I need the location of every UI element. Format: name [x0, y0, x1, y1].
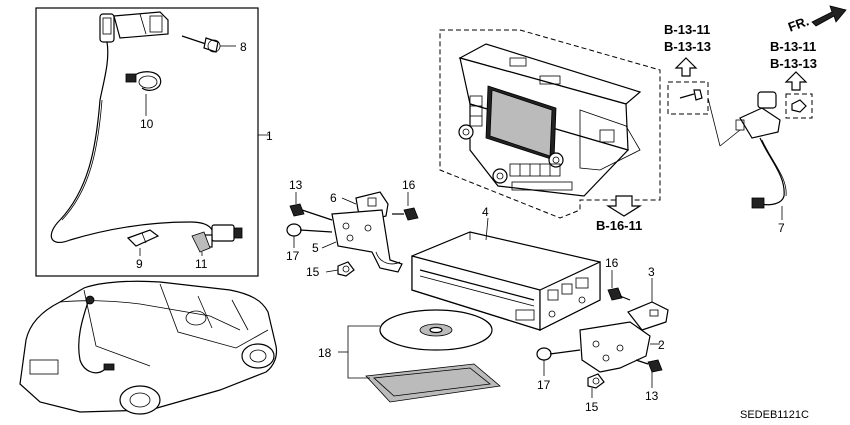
callout-2: 2 [658, 338, 665, 352]
bracket-3 [627, 301, 669, 331]
callout-13-left: 13 [289, 178, 303, 192]
ref-panel: B-16-11 [596, 218, 642, 233]
callout-15-left: 15 [306, 265, 320, 279]
vehicle-illustration [19, 280, 278, 415]
cable-clamp-9 [126, 229, 160, 247]
callout-6: 6 [330, 191, 337, 205]
ref-center-top: B-13-11 [664, 22, 710, 37]
panel-dashed-outline [439, 29, 661, 219]
bracket-2 [579, 321, 651, 373]
direction-label: FR. [786, 13, 811, 34]
navigation-unit-4 [411, 231, 601, 331]
antenna-kit-group [35, 7, 270, 277]
bracket-group-right [536, 287, 669, 389]
antenna-module [99, 11, 169, 101]
cable-clip-11 [191, 231, 211, 253]
bolt-8 [181, 35, 236, 53]
navigation-panel-group [439, 29, 661, 219]
reference-codes: B-13-11 B-13-13 B-13-11 B-13-13 B-16-11 [596, 22, 817, 233]
callout-9: 9 [136, 257, 143, 271]
navigation-panel [458, 43, 642, 197]
callout-17-right: 17 [537, 378, 551, 392]
callout-3: 3 [648, 265, 655, 279]
leader-lines [139, 94, 783, 398]
callout-numbers: 1 2 3 4 5 6 7 8 9 10 11 13 13 15 15 16 1… [136, 40, 785, 414]
callout-15-right: 15 [585, 400, 599, 414]
callout-17-left: 17 [286, 249, 300, 263]
bracket-group-left [286, 191, 419, 277]
callout-1: 1 [266, 129, 273, 143]
ref-right-top: B-13-11 [770, 39, 816, 54]
disc-and-manual-18 [338, 309, 501, 403]
bracket-5 [331, 209, 403, 273]
callout-4: 4 [482, 205, 489, 219]
owners-manual [365, 363, 501, 403]
callout-7: 7 [778, 221, 785, 235]
ref-center-bottom: B-13-13 [664, 39, 711, 54]
antenna-cable [50, 99, 213, 243]
callout-11: 11 [195, 257, 208, 271]
ref-right-bottom: B-13-13 [770, 56, 817, 71]
callout-16-right: 16 [605, 256, 619, 270]
cable-clip-10 [125, 71, 162, 91]
callout-5: 5 [312, 241, 319, 255]
callout-10: 10 [140, 117, 154, 131]
gps-antenna-group [667, 81, 813, 209]
callout-18: 18 [318, 346, 332, 360]
direction-arrow-icon [811, 5, 847, 27]
callout-13-right: 13 [645, 389, 659, 403]
kit-frame [35, 7, 259, 277]
diagram-code: SEDEB1121C [740, 409, 809, 421]
callout-8: 8 [240, 40, 247, 54]
callout-16-left: 16 [402, 178, 416, 192]
front-direction-indicator: FR. [786, 5, 847, 35]
